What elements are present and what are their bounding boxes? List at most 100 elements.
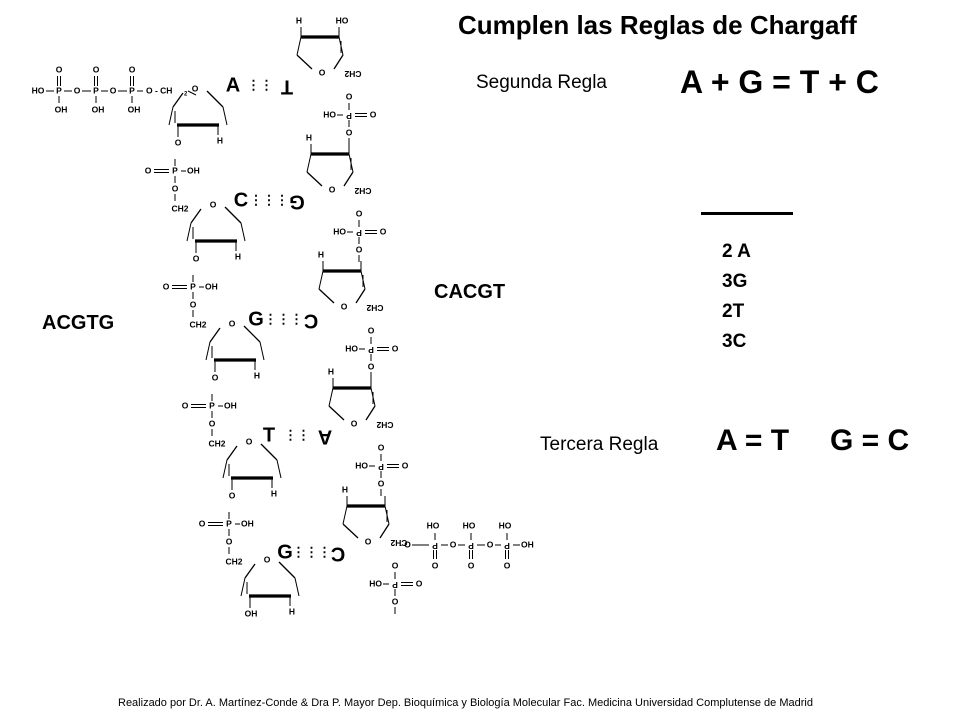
phosphate-oxygen: O <box>392 560 399 570</box>
bridging-oxygen: O <box>110 85 117 95</box>
ring-bond <box>222 106 228 126</box>
ring-bond <box>209 327 221 343</box>
phosphate-hydroxyl: OH <box>92 104 105 114</box>
phosphate-hydroxyl: HO <box>345 343 358 353</box>
ring-oxygen: O <box>319 67 326 77</box>
phosphate-double-oxygen: O <box>504 560 511 570</box>
phosphorus: P <box>226 518 232 528</box>
hydrogen-bonds: ⋮⋮ <box>247 77 273 92</box>
ring-bond <box>379 523 390 539</box>
two-prime-hydrogen: H <box>289 606 295 616</box>
ring-bond <box>222 459 228 479</box>
phosphate-hydroxyl: OH <box>224 400 237 410</box>
phosphate-hydroxyl: OH <box>128 104 141 114</box>
phosphate-double-oxygen: O <box>56 64 63 74</box>
ring-bond <box>190 208 202 224</box>
base-pair-3: T⋮⋮A <box>263 424 332 447</box>
right-strand-sequence: CACGT <box>434 281 506 303</box>
phosphorus: P <box>56 85 62 95</box>
ring-bond <box>365 405 376 421</box>
phosphate-oxygen: O <box>368 325 375 335</box>
phosphate-oxygen: O <box>392 596 399 606</box>
ring-bond <box>355 288 366 304</box>
phosphate-oxygen: O <box>346 91 353 101</box>
page-title: Cumplen las Reglas de Chargaff <box>458 10 857 40</box>
left-strand-sequence: ACGTG <box>42 312 115 334</box>
hydrogen-bonds: ⋮⋮⋮ <box>292 544 331 559</box>
ring-bond <box>240 222 246 242</box>
phosphate-hydroxyl: HO <box>369 578 382 588</box>
terminal-hydroxyl: HO <box>32 85 45 95</box>
phosphate-double-oxygen: O <box>93 64 100 74</box>
ch2-group: CH2 <box>344 69 361 79</box>
phosphate-hydroxyl: HO <box>333 226 346 236</box>
ring-bond <box>318 270 324 290</box>
bridging-oxygen: O <box>487 539 494 549</box>
hydrogen-bonds: ⋮⋮⋮ <box>264 311 303 326</box>
ring-bond <box>343 171 354 187</box>
right-base: G <box>289 191 305 213</box>
ring-bond <box>172 92 184 108</box>
left-base: C <box>234 189 248 211</box>
phosphate-double-oxygen: O <box>432 560 439 570</box>
phosphorus: P <box>129 85 135 95</box>
right-base: T <box>281 76 293 98</box>
ring-bond <box>260 443 278 461</box>
ring-oxygen: O <box>329 184 336 194</box>
ring-bond <box>306 153 312 173</box>
ch2-group: CH2 <box>366 303 383 313</box>
phosphorus: P <box>432 541 438 551</box>
phosphate-hydroxyl: OH <box>205 281 218 291</box>
phosphorus: P <box>392 580 398 590</box>
ring-bond <box>278 561 296 579</box>
ring-bond <box>224 206 242 224</box>
ring-oxygen: O <box>246 436 253 446</box>
phosphorus: P <box>93 85 99 95</box>
phosphorus: P <box>190 281 196 291</box>
third-rule-label: Tercera Regla <box>540 434 659 455</box>
ring-bond <box>243 325 261 343</box>
ch2-group: CH2 <box>189 319 206 329</box>
ring-oxygen: O <box>264 554 271 564</box>
ch2-subscript: 2 <box>184 92 188 98</box>
phosphorus: P <box>368 345 374 355</box>
phosphate-oxygen: O <box>356 244 363 254</box>
three-prime-oxygen: O <box>193 253 200 263</box>
ring-oxygen: O <box>351 418 358 428</box>
phosphate-hydroxyl: OH <box>55 104 68 114</box>
count-g: 3G <box>722 271 748 292</box>
left-base: T <box>263 424 275 446</box>
phosphate-double-oxygen: O <box>402 460 409 470</box>
second-rule-label: Segunda Regla <box>476 72 607 93</box>
ring-oxygen: O <box>365 536 372 546</box>
phosphate-hydroxyl: HO <box>499 520 512 530</box>
third-rule-equation-gc: G = C <box>830 424 910 457</box>
ring-bond <box>244 563 256 579</box>
three-prime-oxygen: O <box>212 372 219 382</box>
phosphorus: P <box>346 111 352 121</box>
ch2-group: CH2 <box>354 186 371 196</box>
divider-line <box>701 212 793 215</box>
phosphate-hydroxyl: OH <box>187 165 200 175</box>
three-prime-hydroxyl: HO <box>336 15 349 25</box>
count-c: 3C <box>722 331 747 352</box>
two-prime-hydrogen: H <box>342 484 348 494</box>
phosphate-oxygen: O <box>378 478 385 488</box>
bridging-oxygen: O <box>74 85 81 95</box>
hydrogen-bonds: ⋮⋮ <box>284 427 310 442</box>
phosphate-oxygen: O <box>378 442 385 452</box>
ring-bond <box>296 54 313 70</box>
two-prime-hydrogen: H <box>318 249 324 259</box>
